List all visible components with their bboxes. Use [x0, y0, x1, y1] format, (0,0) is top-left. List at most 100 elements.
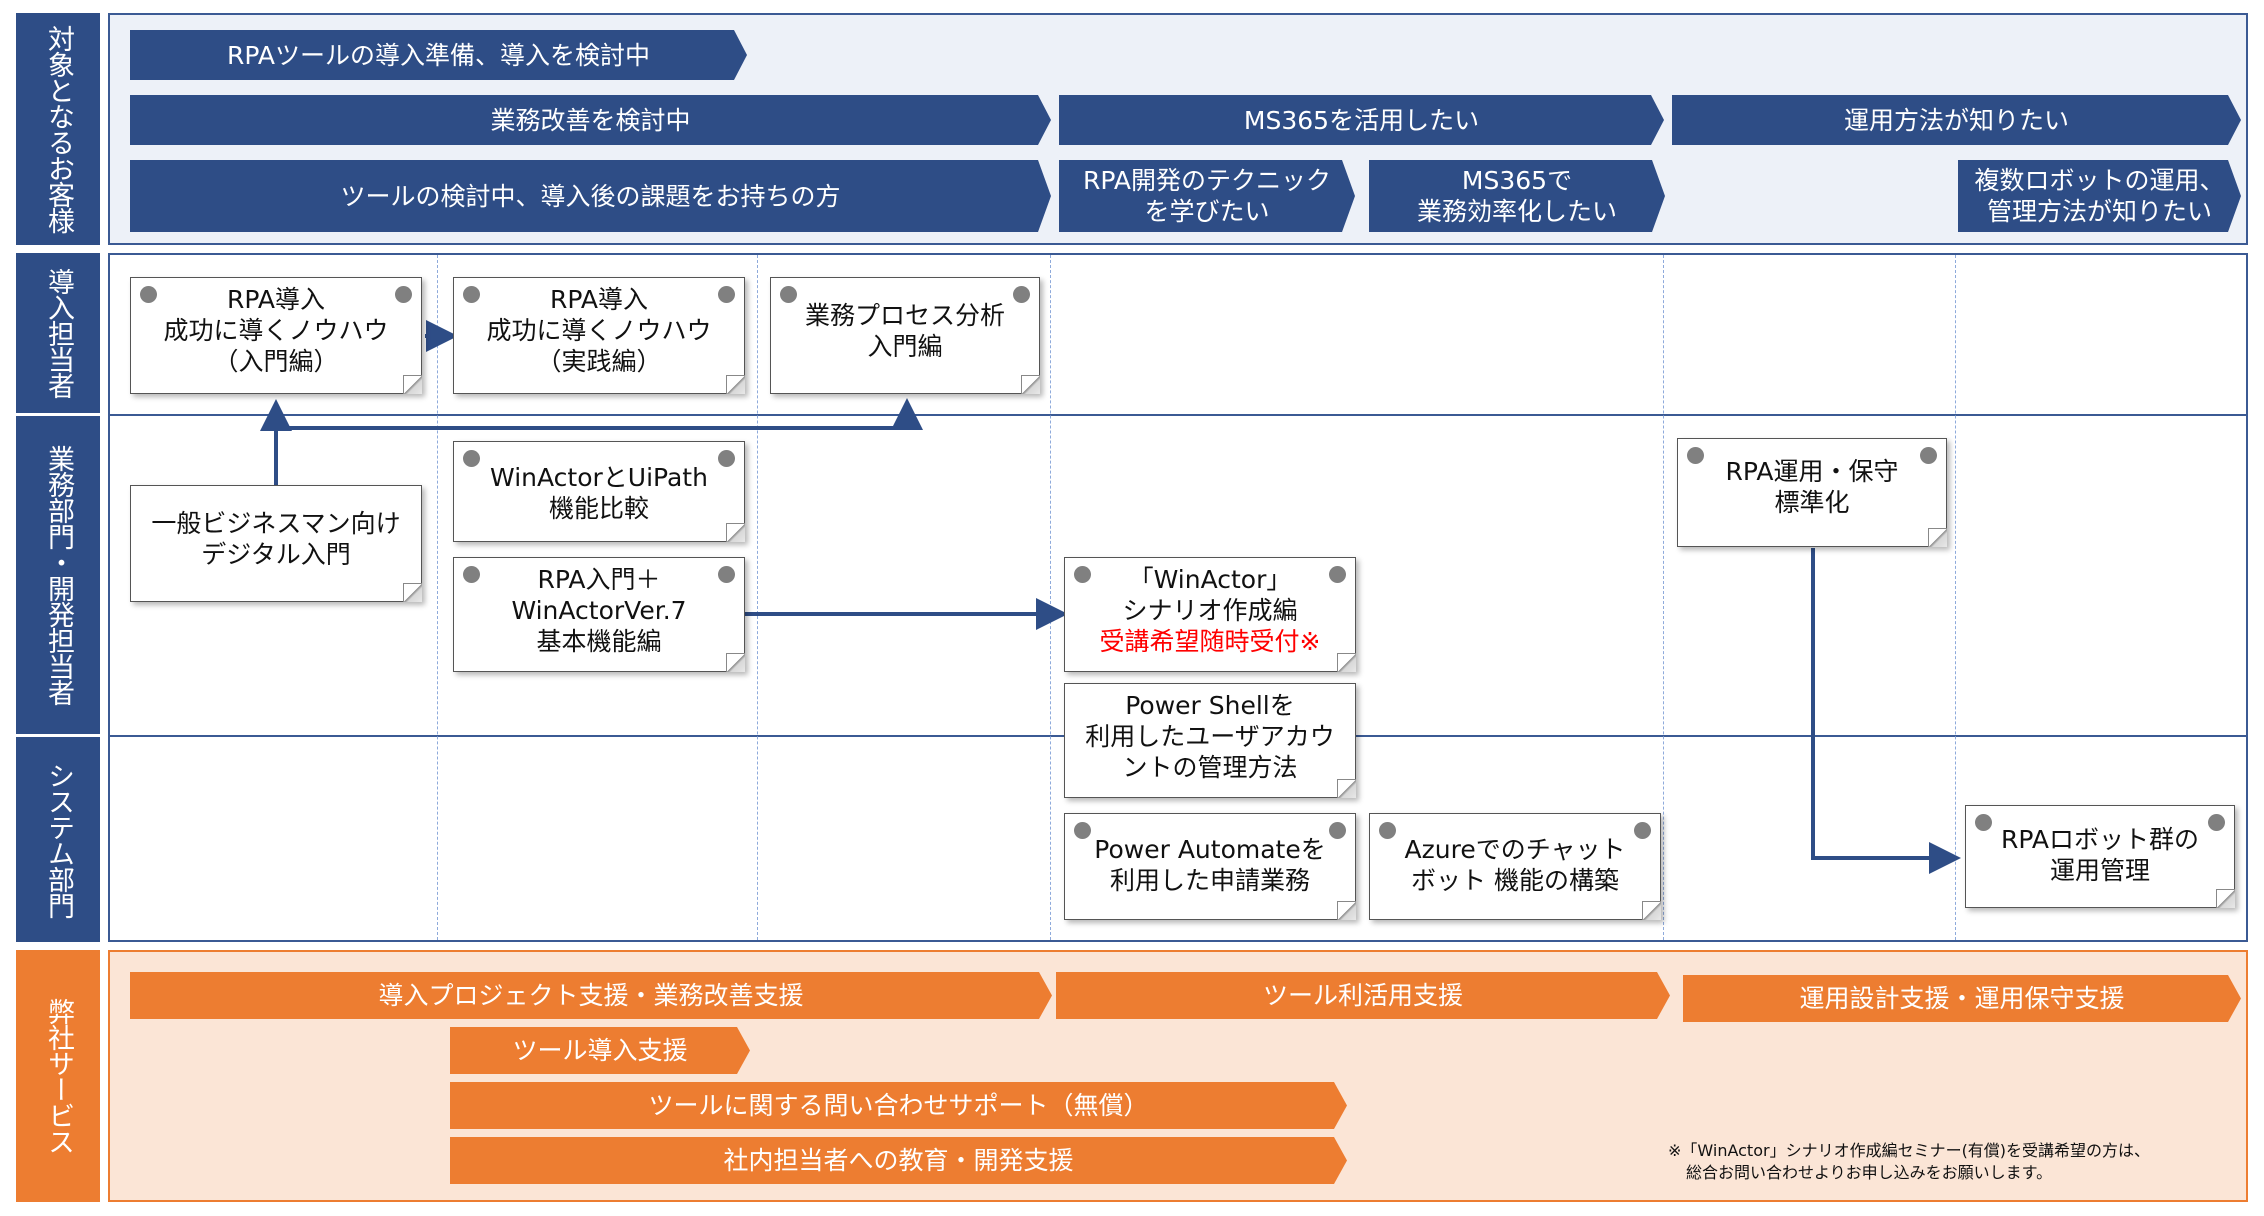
service-arrow-education-support: 社内担当者への教育・開発支援: [450, 1137, 1347, 1184]
pin-icon: [1975, 814, 1992, 831]
pin-icon: [1687, 447, 1704, 464]
row-label-intro-text: 導入担当者: [43, 268, 74, 398]
target-arrow-text: ツールの検討中、導入後の課題をお持ちの方: [340, 181, 841, 211]
course-card-rpa-winactor-basic[interactable]: RPA入門＋ WinActorVer.7 基本機能編: [453, 557, 745, 672]
row-label-business-text: 業務部門・開発担当者: [43, 445, 74, 705]
row-label-service-text: 弊社サービス: [43, 998, 74, 1154]
course-card-power-automate[interactable]: Power Automateを 利用した申請業務: [1064, 813, 1356, 920]
service-arrow-text: 導入プロジェクト支援・業務改善支援: [378, 981, 804, 1010]
target-arrow-text: RPAツールの導入準備、導入を検討中: [227, 40, 650, 70]
course-card-azure-chatbot[interactable]: Azureでのチャット ボット 機能の構築: [1369, 813, 1661, 920]
pin-icon: [1074, 822, 1091, 839]
pin-icon: [463, 286, 480, 303]
target-arrow-line: 管理方法が知りたい: [1986, 197, 2212, 226]
target-arrow-line: 業務効率化したい: [1416, 197, 1617, 226]
course-card-digital-intro[interactable]: 一般ビジネスマン向け デジタル入門: [130, 485, 422, 602]
card-line: ントの管理方法: [1122, 753, 1298, 782]
target-arrow-line: 複数ロボットの運用、: [1974, 166, 2225, 195]
service-arrow-project-support: 導入プロジェクト支援・業務改善支援: [130, 972, 1052, 1019]
course-card-winactor-uipath[interactable]: WinActorとUiPath 機能比較: [453, 441, 745, 542]
course-card-rpa-practice[interactable]: RPA導入 成功に導くノウハウ （実践編）: [453, 277, 745, 394]
card-line: WinActorVer.7: [511, 596, 687, 625]
column-divider: [1955, 255, 1956, 940]
row-label-business: 業務部門・開発担当者: [16, 416, 100, 734]
row-label-system: システム部門: [16, 737, 100, 942]
pin-icon: [395, 286, 412, 303]
pin-icon: [1634, 822, 1651, 839]
card-line: 入門編: [867, 332, 943, 361]
service-arrow-tool-utilization: ツール利活用支援: [1056, 972, 1670, 1019]
service-arrow-tool-introduction: ツール導入支援: [450, 1027, 750, 1074]
course-card-winactor-scenario[interactable]: 「WinActor」 シナリオ作成編 受講希望随時受付※: [1064, 557, 1356, 672]
target-arrow-text: 業務改善を検討中: [490, 105, 691, 135]
pin-icon: [1329, 822, 1346, 839]
target-arrow-text: MS365を活用したい: [1243, 105, 1480, 135]
card-line: （実践編）: [536, 347, 662, 376]
card-line: 基本機能編: [536, 627, 662, 656]
target-arrow-text: 運用方法が知りたい: [1843, 105, 2069, 135]
pin-icon: [718, 286, 735, 303]
card-line: シナリオ作成編: [1122, 596, 1298, 625]
footnote: ※「WinActor」シナリオ作成編セミナー(有償)を受講希望の方は、 総合お問…: [1668, 1140, 2248, 1184]
target-arrow-line: RPA開発のテクニック: [1083, 166, 1331, 195]
card-line: （入門編）: [213, 347, 339, 376]
row-label-intro: 導入担当者: [16, 253, 100, 413]
target-arrow-multi-robot: 複数ロボットの運用、管理方法が知りたい: [1958, 160, 2241, 232]
service-arrow-text: ツール導入支援: [512, 1036, 688, 1065]
card-line: Power Automateを: [1094, 835, 1326, 864]
card-line: 利用したユーザアカウ: [1085, 722, 1335, 751]
pin-icon: [718, 566, 735, 583]
service-arrow-text: ツールに関する問い合わせサポート（無償）: [648, 1091, 1149, 1120]
card-line: 一般ビジネスマン向け: [151, 509, 401, 538]
main-grid: [108, 253, 2248, 942]
card-line: デジタル入門: [201, 540, 351, 569]
card-line: 「WinActor」: [1128, 565, 1292, 594]
row-label-target: 対象となるお客様: [16, 13, 100, 245]
course-card-powershell[interactable]: Power Shellを 利用したユーザアカウ ントの管理方法: [1064, 683, 1356, 798]
course-card-rpa-intro[interactable]: RPA導入 成功に導くノウハウ （入門編）: [130, 277, 422, 394]
course-card-robot-management[interactable]: RPAロボット群の 運用管理: [1965, 805, 2235, 908]
card-line-highlight: 受講希望随時受付※: [1099, 627, 1321, 656]
column-divider: [437, 255, 438, 940]
pin-icon: [1329, 566, 1346, 583]
target-arrow-text-wrap: MS365で業務効率化したい: [1417, 165, 1617, 227]
service-arrow-operation-support: 運用設計支援・運用保守支援: [1683, 975, 2241, 1022]
course-card-process-analysis[interactable]: 業務プロセス分析 入門編: [770, 277, 1040, 394]
service-arrow-inquiry-support: ツールに関する問い合わせサポート（無償）: [450, 1082, 1347, 1129]
service-arrow-text: 運用設計支援・運用保守支援: [1799, 984, 2125, 1013]
pin-icon: [463, 450, 480, 467]
card-line: RPA導入: [550, 285, 648, 314]
row-label-target-text: 対象となるお客様: [43, 25, 74, 233]
column-divider: [757, 255, 758, 940]
card-line: RPAロボット群の: [2001, 825, 2199, 854]
target-arrow-ms365-efficiency: MS365で業務効率化したい: [1369, 160, 1665, 232]
target-arrow-improvement: 業務改善を検討中: [130, 95, 1051, 145]
target-arrow-operation: 運用方法が知りたい: [1672, 95, 2241, 145]
pin-icon: [718, 450, 735, 467]
service-arrow-text: ツール利活用支援: [1262, 981, 1463, 1010]
target-arrow-line: MS365で: [1461, 166, 1573, 195]
column-divider: [1050, 255, 1051, 940]
card-line: RPA導入: [227, 285, 325, 314]
pin-icon: [1013, 286, 1030, 303]
target-arrow-ms365: MS365を活用したい: [1059, 95, 1664, 145]
card-line: 利用した申請業務: [1109, 866, 1310, 895]
card-line: 業務プロセス分析: [804, 301, 1005, 330]
footnote-line: ※「WinActor」シナリオ作成編セミナー(有償)を受講希望の方は、: [1668, 1141, 2151, 1160]
course-card-rpa-operation[interactable]: RPA運用・保守 標準化: [1677, 438, 1947, 547]
card-line: RPA運用・保守: [1725, 457, 1899, 486]
target-arrow-rpa-prep: RPAツールの導入準備、導入を検討中: [130, 30, 747, 80]
pin-icon: [2208, 814, 2225, 831]
card-line: WinActorとUiPath: [490, 463, 708, 492]
footnote-line: 総合お問い合わせよりお申し込みをお願いします。: [1686, 1163, 2053, 1182]
pin-icon: [1920, 447, 1937, 464]
column-divider: [1663, 255, 1664, 940]
row-label-service: 弊社サービス: [16, 950, 100, 1202]
card-line: ボット 機能の構築: [1411, 866, 1619, 895]
target-arrow-tool-issues: ツールの検討中、導入後の課題をお持ちの方: [130, 160, 1051, 232]
card-line: 成功に導くノウハウ: [163, 316, 389, 345]
card-line: Azureでのチャット: [1404, 835, 1626, 864]
pin-icon: [780, 286, 797, 303]
service-arrow-text: 社内担当者への教育・開発支援: [723, 1146, 1074, 1175]
